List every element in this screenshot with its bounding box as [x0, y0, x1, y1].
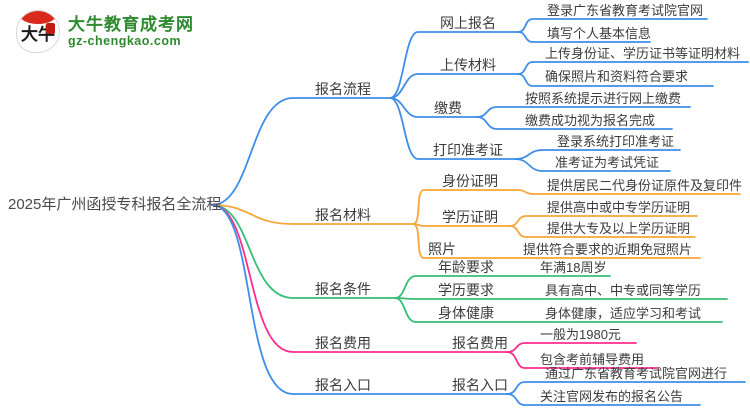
- leaf-login-official-site: 登录广东省教育考试院官网: [547, 3, 704, 18]
- subnode-payment: 缴费: [434, 100, 462, 116]
- subnode-online-registration: 网上报名: [440, 15, 496, 31]
- leaf-highschool-proof: 提供高中或中专学历证明: [547, 200, 691, 215]
- site-name: 大牛教育成考网: [68, 14, 194, 34]
- conditions-branch-lines: [211, 204, 728, 323]
- branch-fee-label: 报名费用: [315, 335, 371, 351]
- subnode-education-proof: 学历证明: [442, 209, 498, 225]
- subnode-education-requirement: 学历要求: [438, 282, 494, 298]
- leaf-id-card-copy: 提供居民二代身份证原件及复印件: [547, 178, 743, 193]
- subnode-upload-materials: 上传材料: [440, 57, 496, 73]
- leaf-equivalent-education: 具有高中、中专或同等学历: [545, 283, 702, 298]
- process-branch-lines: [211, 18, 749, 206]
- leaf-bareheaded-photo: 提供符合要求的近期免冠照片: [523, 242, 693, 257]
- logo-red-arc: [19, 11, 57, 24]
- entry-branch-lines: [211, 204, 746, 406]
- materials-branch-lines: [211, 189, 741, 259]
- subnode-fee: 报名费用: [452, 335, 508, 351]
- central-topic: 2025年广州函授专科报名全流程: [8, 196, 222, 213]
- leaf-age-18: 年满18周岁: [540, 260, 607, 275]
- logo-text-block: 大牛教育成考网 gz-chengkao.com: [68, 15, 194, 49]
- subnode-print-admission: 打印准考证: [433, 142, 503, 158]
- branch-process-label: 报名流程: [315, 81, 371, 97]
- branch-materials-label: 报名材料: [315, 207, 371, 223]
- site-logo: 大牛 大牛教育成考网 gz-chengkao.com: [16, 10, 194, 53]
- leaf-online-payment: 按照系统提示进行网上缴费: [525, 91, 682, 106]
- subnode-identity-proof: 身份证明: [442, 173, 498, 189]
- branch-entry-label: 报名入口: [315, 377, 371, 393]
- subnode-entry: 报名入口: [452, 377, 508, 393]
- site-domain: gz-chengkao.com: [68, 33, 182, 48]
- leaf-fill-personal-info: 填写个人基本信息: [547, 26, 652, 41]
- logo-seal-icon: [46, 23, 55, 34]
- leaf-print-ticket-login: 登录系统打印准考证: [557, 134, 675, 149]
- logo-bull-icon: 大牛: [16, 10, 60, 53]
- branch-conditions-label: 报名条件: [315, 281, 371, 297]
- leaf-watch-announcements: 关注官网发布的报名公告: [540, 389, 684, 404]
- leaf-upload-id-documents: 上传身份证、学历证书等证明材料: [545, 46, 741, 61]
- leaf-ticket-is-voucher: 准考证为考试凭证: [555, 155, 660, 170]
- subnode-age-requirement: 年龄要求: [438, 259, 494, 275]
- subnode-photo: 照片: [428, 241, 456, 257]
- leaf-tutoring-included: 包含考前辅导费用: [540, 352, 645, 367]
- leaf-healthy-for-study: 身体健康，适应学习和考试: [545, 306, 702, 321]
- leaf-photo-requirements: 确保照片和资料符合要求: [545, 69, 689, 84]
- subnode-health: 身体健康: [438, 305, 494, 321]
- leaf-college-proof: 提供大专及以上学历证明: [547, 221, 691, 236]
- leaf-fee-1980: 一般为1980元: [540, 327, 621, 342]
- leaf-entry-official-site: 通过广东省教育考试院官网进行: [545, 366, 728, 381]
- leaf-payment-complete: 缴费成功视为报名完成: [525, 113, 656, 128]
